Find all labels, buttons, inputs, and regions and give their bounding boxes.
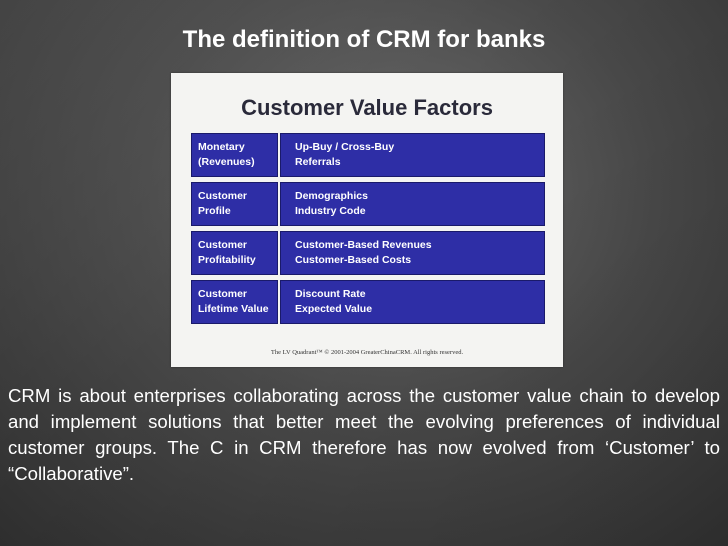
factor-label: Customer Profitability [191, 231, 278, 275]
factor-items: Discount Rate Expected Value [280, 280, 545, 324]
factor-row: Customer Lifetime Value Discount Rate Ex… [191, 280, 545, 324]
factor-label: Customer Lifetime Value [191, 280, 278, 324]
figure-title: Customer Value Factors [241, 95, 493, 120]
factor-items: Up-Buy / Cross-Buy Referrals [280, 133, 545, 177]
factor-items: Demographics Industry Code [280, 182, 545, 226]
slide-title: The definition of CRM for banks [182, 26, 546, 53]
factor-label: Customer Profile [191, 182, 278, 226]
factor-label: Monetary (Revenues) [191, 133, 278, 177]
factor-items: Customer-Based Revenues Customer-Based C… [280, 231, 545, 275]
factor-table: Monetary (Revenues) Up-Buy / Cross-Buy R… [191, 133, 545, 329]
body-paragraph: CRM is about enterprises collaborating a… [8, 385, 720, 484]
factor-row: Customer Profitability Customer-Based Re… [191, 231, 545, 275]
figure-copyright: The LV Quadrant™ © 2001-2004 GreaterChin… [270, 349, 464, 356]
customer-value-factors-figure: Customer Value Factors Monetary (Revenue… [171, 73, 563, 367]
factor-row: Customer Profile Demographics Industry C… [191, 182, 545, 226]
factor-row: Monetary (Revenues) Up-Buy / Cross-Buy R… [191, 133, 545, 177]
